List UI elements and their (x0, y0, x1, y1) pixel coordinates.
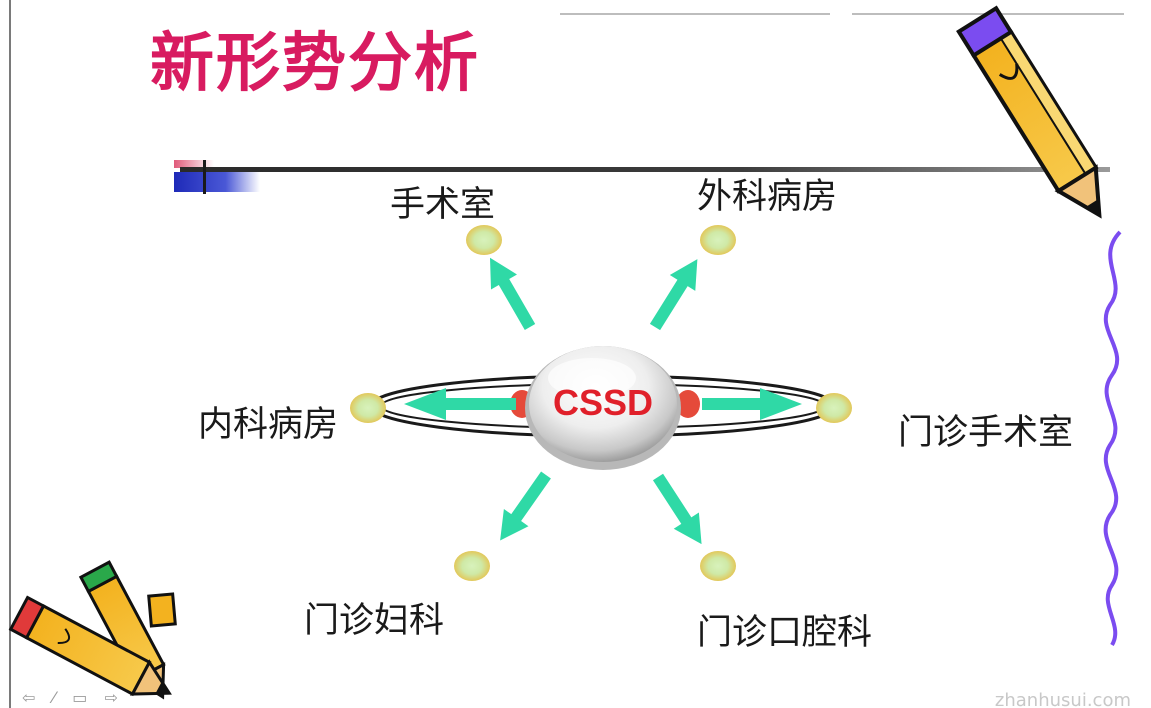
arrow-left (404, 388, 516, 420)
hub-sphere (525, 346, 681, 470)
title-rule-blue-block (174, 172, 260, 192)
label-surgical-ward: 外科病房 (697, 177, 838, 217)
slide-nav-controls[interactable]: ⇦ ⁄ ▭ ⇨ (22, 688, 124, 707)
title-rule-accent (174, 160, 214, 168)
arrow-right (702, 388, 802, 420)
node-operating-room (466, 225, 502, 255)
node-surgical-ward (700, 225, 736, 255)
node-outpatient-gynecology (454, 551, 490, 581)
slide-left-border (9, 0, 11, 708)
watermark: zhanhusui.com (994, 690, 1131, 708)
arrow-up-right (649, 259, 698, 331)
hub-right-cap (676, 390, 700, 418)
arrow-down-left (500, 471, 551, 541)
label-outpatient-surgery: 门诊手术室 (898, 413, 1074, 453)
pencil-top-right-icon (956, 5, 1102, 219)
top-divider-left (560, 13, 830, 15)
node-outpatient-dental (700, 551, 736, 581)
hub-label: CSSD (552, 382, 654, 423)
label-outpatient-dental: 门诊口腔科 (697, 613, 873, 653)
nodes (350, 225, 852, 581)
wavy-border-line (1103, 230, 1122, 647)
label-operating-room: 手术室 (390, 185, 496, 225)
title-rule-tick (203, 160, 206, 194)
arrows (404, 257, 802, 545)
arrow-up-left (490, 257, 536, 330)
title-rule (180, 167, 1110, 172)
node-internal-ward (350, 393, 386, 423)
slide-title: 新形势分析 (150, 27, 480, 101)
node-outpatient-surgery (816, 393, 852, 423)
arrow-down-right (652, 473, 702, 545)
label-outpatient-gynecology: 门诊妇科 (304, 601, 445, 641)
label-internal-ward: 内科病房 (198, 405, 339, 445)
pencils-bottom-left-icon (8, 560, 177, 700)
